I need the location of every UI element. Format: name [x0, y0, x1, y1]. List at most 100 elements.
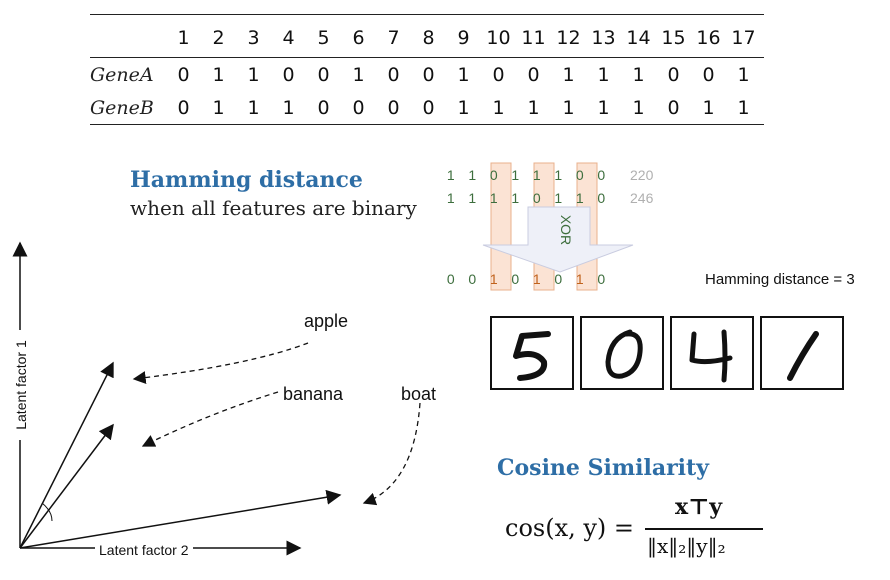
- bit: 0: [446, 271, 455, 287]
- bit: 0: [575, 167, 584, 183]
- bit: 1: [554, 167, 563, 183]
- table-cell: 1: [247, 96, 260, 119]
- column-header: 6: [352, 27, 365, 49]
- pointer-apple: [132, 342, 309, 385]
- column-header: 13: [591, 27, 616, 49]
- angle-arc: [41, 502, 53, 522]
- column-header: 14: [626, 27, 651, 49]
- bit: 1: [532, 167, 541, 183]
- bit: 1: [468, 190, 477, 206]
- row2-value: 246: [630, 190, 654, 206]
- formula-denominator: ‖x‖₂‖y‖₂: [647, 534, 726, 558]
- bit: 0: [597, 167, 606, 183]
- table-cell: 1: [247, 63, 260, 86]
- bit: 1: [554, 190, 563, 206]
- table-cell: 0: [282, 63, 295, 86]
- formula-numerator: x⊤y: [675, 494, 723, 520]
- bit: 1: [489, 190, 498, 206]
- xor-graphics: [482, 162, 634, 291]
- vector-apple: [19, 361, 114, 549]
- y-axis-label: Latent factor 1: [13, 330, 29, 440]
- xor-label: XOR: [558, 214, 575, 246]
- table-cell: 1: [702, 96, 715, 119]
- bit: 0: [532, 190, 541, 206]
- table-cell: 0: [177, 96, 190, 119]
- column-header: 9: [457, 27, 470, 49]
- column-header: 16: [696, 27, 721, 49]
- table-cell: 0: [177, 63, 190, 86]
- table-cell: 0: [667, 63, 680, 86]
- table-cell: 0: [667, 96, 680, 119]
- digit-image-1: [760, 316, 844, 390]
- row1-value: 220: [630, 167, 654, 183]
- row-label: GeneA: [90, 63, 154, 86]
- table-cell: 1: [562, 63, 575, 86]
- pointer-banana: [141, 391, 279, 447]
- bit: 1: [446, 167, 455, 183]
- vector-graphics: [12, 241, 421, 556]
- table-cell: 1: [632, 96, 645, 119]
- label-boat: boat: [401, 384, 437, 404]
- column-header: 8: [422, 27, 435, 49]
- column-header: 5: [317, 27, 330, 49]
- bit: 1: [489, 271, 498, 287]
- table-cell: 1: [737, 63, 750, 86]
- column-header: 15: [661, 27, 686, 49]
- column-header: 10: [486, 27, 511, 49]
- table-mid-rule: [90, 57, 764, 58]
- table-cell: 1: [212, 63, 225, 86]
- table-cell: 1: [632, 63, 645, 86]
- table-cell: 0: [317, 96, 330, 119]
- table-cell: 1: [597, 96, 610, 119]
- row-label: GeneB: [90, 96, 154, 119]
- bit: 0: [554, 271, 563, 287]
- table-cell: 1: [737, 96, 750, 119]
- table-cell: 0: [422, 96, 435, 119]
- bit: 1: [511, 190, 520, 206]
- column-header: 11: [521, 27, 546, 49]
- cosine-title: Cosine Similarity: [497, 455, 709, 481]
- table-bottom-rule: [90, 124, 764, 125]
- fraction-bar: [645, 528, 763, 530]
- table-cell: 0: [492, 63, 505, 86]
- table-cell: 1: [597, 63, 610, 86]
- label-banana: banana: [283, 384, 344, 404]
- table-cell: 1: [282, 96, 295, 119]
- vector-boat: [19, 489, 342, 549]
- table-cell: 1: [352, 63, 365, 86]
- table-cell: 1: [457, 96, 470, 119]
- hamming-subtitle: when all features are binary: [130, 196, 417, 220]
- digit-image-0: [580, 316, 664, 390]
- bit: 0: [597, 271, 606, 287]
- table-cell: 1: [457, 63, 470, 86]
- table-top-rule: [90, 14, 764, 15]
- table-cell: 0: [387, 96, 400, 119]
- column-header: 2: [212, 27, 225, 49]
- table-cell: 1: [527, 96, 540, 119]
- highlight-box: [490, 162, 512, 291]
- digit-image-4: [670, 316, 754, 390]
- bit: 0: [489, 167, 498, 183]
- bit: 1: [511, 167, 520, 183]
- xor-arrow: [482, 206, 634, 273]
- table-cell: 0: [422, 63, 435, 86]
- pointer-boat: [362, 402, 421, 506]
- column-header: 7: [387, 27, 400, 49]
- label-apple: apple: [304, 311, 349, 331]
- table-cell: 1: [562, 96, 575, 119]
- bit: 1: [532, 271, 541, 287]
- column-header: 4: [282, 27, 295, 49]
- column-header: 12: [556, 27, 581, 49]
- bit: 0: [468, 271, 477, 287]
- digit-image-5: [490, 316, 574, 390]
